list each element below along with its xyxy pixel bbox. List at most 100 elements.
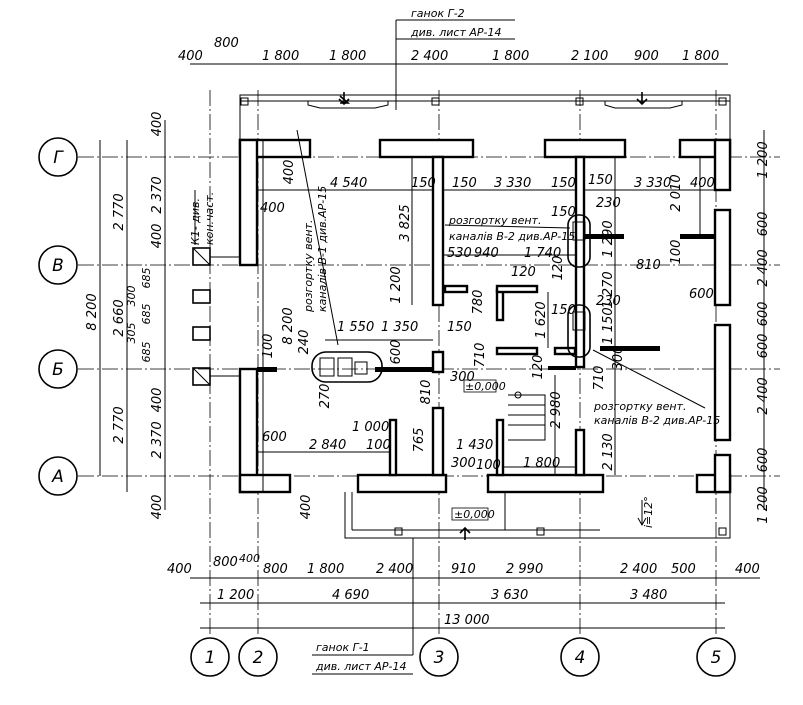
dim-text: 120 [551,256,566,281]
dim-text: 3 330 [494,176,531,191]
stair [508,391,546,441]
axis-bubble-A: А [38,456,78,496]
dim-text: 13 000 [444,613,490,628]
dim-text: 1 550 [337,320,374,335]
dim-text: 240 [297,330,312,355]
axis-label-4: 4 [575,648,586,668]
axis-label-1: 1 [205,648,216,668]
vent-block-lower [567,304,591,358]
dimension-lines [99,19,765,675]
row-axis-markers: Г В Б А [38,137,78,496]
dims-top: 400 800 1 800 1 800 2 400 1 800 2 100 90… [178,36,719,64]
axis-bubble-2: 2 [238,637,278,677]
porch-note-bottom-ref: див. лист АР-14 [315,660,407,673]
dim-text: 3 630 [491,588,528,603]
dim-text: 710 [592,366,607,391]
wall-segment [431,350,445,374]
dim-text: 150 [551,176,576,191]
dim-text: 2 660 [112,299,127,336]
dim-text: 400 [260,201,285,216]
dim-text: 810 [636,258,661,273]
dim-text: 150 [447,320,472,335]
wall-segment [713,323,732,442]
dim-text: 710 [473,343,488,368]
dim-text: 800 [213,555,238,570]
wall-segment [495,418,505,477]
axis-bubble-3: 3 [419,637,459,677]
k1-note-ref: кон.част. [203,192,216,245]
porch-note-bottom: ганок Г-1 [316,641,370,654]
dims-right: 1 200 600 2 400 600 600 2 400 600 1 200 [756,141,771,523]
axis-label-2: 2 [253,648,264,668]
axis-grid [78,90,780,635]
vent-block-upper [567,214,591,268]
dim-text: 2 400 [376,562,413,577]
wall-segment [574,155,586,369]
dim-text: 400 [282,160,297,185]
axis-label-G: Г [53,148,64,168]
wall-segment [238,367,259,494]
dim-text: 400 [239,552,260,565]
chimney-vent-blocks [311,214,591,383]
wall-segment [574,428,586,477]
axis-label-B: Б [52,360,64,380]
dim-text: 600 [756,302,771,327]
dim-text: 8 200 [85,293,100,330]
axis-label-5: 5 [711,648,722,668]
dim-text: 300 [125,286,138,307]
wall-segment [238,138,259,267]
dim-text: 1 000 [352,420,389,435]
dim-text: 1 800 [307,562,344,577]
dim-text: 230 [596,294,621,309]
dims-bottom: 400 800 400 800 1 800 2 400 910 2 990 2 … [167,552,760,628]
dim-text: 530 [447,246,472,261]
dim-text: 800 [214,36,239,51]
dim-text: 600 [262,430,287,445]
vent-note-top-ref: каналів В-2 див.АР-15 [449,230,575,243]
dim-text: 4 540 [330,176,367,191]
wall-segment [238,473,292,494]
wall-segment [495,346,539,356]
wall-segment [600,346,660,351]
dim-text: 2 400 [756,249,771,286]
dim-text: 2 770 [112,406,127,443]
wall-segment [431,155,445,307]
dim-text: 2 400 [620,562,657,577]
dim-text: 1 800 [523,456,560,471]
dim-text: 600 [756,334,771,359]
dim-text: 900 [634,49,659,64]
dim-text: 685 [140,268,153,289]
dim-text: 2 100 [571,49,608,64]
wall-segment [713,208,732,307]
vent-note-top: розгортку вент. [448,214,541,227]
dim-text: 400 [735,562,760,577]
dim-text: 600 [756,212,771,237]
dim-text: 270 [318,384,333,409]
dim-text: 2 990 [506,562,543,577]
dim-text: 1 200 [756,141,771,178]
dims-left: 8 200 2 770 2 660 2 770 400 2 370 400 68… [85,112,165,520]
axis-label-V: В [52,256,64,276]
chimney-note: розгортку вент. [302,220,315,313]
dim-text: 150 [411,176,436,191]
dim-text: 400 [690,176,715,191]
dim-text: 100 [669,240,684,265]
dim-text: 1 350 [381,320,418,335]
wall-segment [495,288,505,322]
wall-segment [553,346,577,356]
dim-text: 300 [451,456,476,471]
dim-text: 1 800 [682,49,719,64]
dim-text: 685 [140,342,153,363]
dim-text: 120 [511,265,536,280]
dim-text: 1 200 [756,486,771,523]
axis-bubble-B: Б [38,349,78,389]
wall-segment [713,453,732,494]
axis-bubble-5: 5 [696,637,736,677]
dim-text: 305 [125,323,138,344]
dims-interior: 4 540 150 150 3 330 150 150 3 330 400 40… [260,160,715,520]
dim-text: 150 [551,205,576,220]
dim-text: 150 [551,303,576,318]
dim-text: 810 [419,380,434,405]
dim-text: 100 [366,438,391,453]
